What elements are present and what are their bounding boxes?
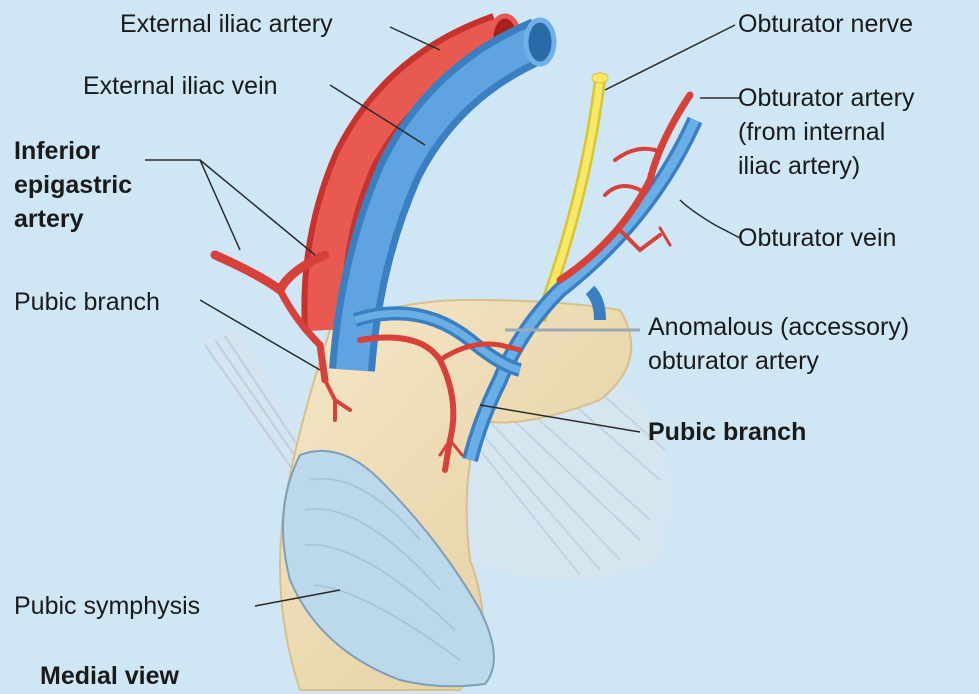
label-external-iliac-vein: External iliac vein xyxy=(83,72,278,101)
label-inferior-epigastric-line2: epigastric xyxy=(14,171,132,200)
label-inferior-epigastric-line3: artery xyxy=(14,205,84,234)
label-pubic-branch-left: Pubic branch xyxy=(14,288,160,317)
vein-lumen xyxy=(526,20,554,64)
label-obturator-vein: Obturator vein xyxy=(738,224,896,253)
label-obturator-artery-line2: (from internal xyxy=(738,118,885,147)
label-obturator-nerve: Obturator nerve xyxy=(738,10,913,39)
nerve-end xyxy=(592,73,608,83)
label-anomalous-obturator-line1: Anomalous (accessory) xyxy=(648,313,909,342)
label-pubic-branch-right: Pubic branch xyxy=(648,418,806,447)
label-inferior-epigastric-line1: Inferior xyxy=(14,137,100,166)
label-external-iliac-artery: External iliac artery xyxy=(120,10,333,39)
label-anomalous-obturator-line2: obturator artery xyxy=(648,347,819,376)
label-obturator-artery-line1: Obturator artery xyxy=(738,84,914,113)
label-obturator-artery-line3: iliac artery) xyxy=(738,152,860,181)
label-pubic-symphysis: Pubic symphysis xyxy=(14,592,200,621)
label-medial-view: Medial view xyxy=(40,662,179,691)
